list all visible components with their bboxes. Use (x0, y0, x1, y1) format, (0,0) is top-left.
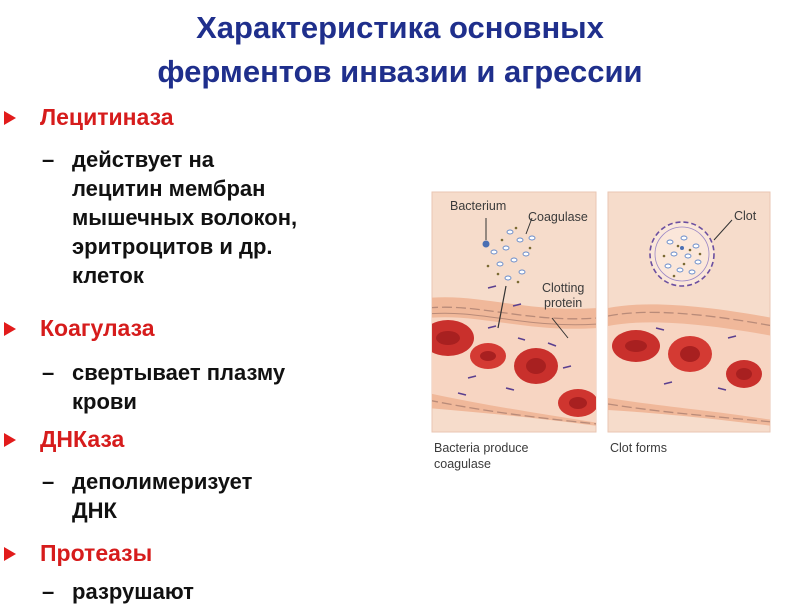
enzyme-name: Лецитиназа (40, 104, 174, 130)
description-line: ДНК (72, 498, 117, 523)
title-line-2: ферментов инвазии и агрессии (157, 54, 643, 89)
red-blood-cell-icon (514, 348, 558, 384)
bullet-arrow-icon (4, 322, 16, 336)
panel-bacteria-produce-coagulase: Bacterium Coagulase Clotting protein (431, 191, 597, 433)
label-bacterium: Bacterium (450, 199, 506, 213)
enzyme-name: Протеазы (40, 540, 153, 566)
caption-left-line-1: Bacteria produce (434, 441, 529, 455)
dash: – (42, 360, 55, 385)
red-blood-cell-icon (668, 336, 712, 372)
caption-right: Clot forms (610, 441, 667, 455)
red-blood-cell-icon (612, 330, 660, 362)
dash: – (42, 579, 55, 604)
description-line: лецитин мембран (72, 176, 266, 201)
enzyme-name: ДНКаза (40, 426, 125, 452)
description-line: действует на (72, 147, 215, 172)
dash: – (42, 469, 55, 494)
description-line: разрушают (72, 579, 194, 604)
label-clotting-2: protein (544, 296, 582, 310)
coagulase-figure: Bacterium Coagulase Clotting protein (431, 191, 771, 471)
bullet-arrow-icon (4, 433, 16, 447)
red-blood-cell-icon (558, 389, 596, 417)
label-clot: Clot (734, 209, 757, 223)
caption-left-line-2: coagulase (434, 457, 491, 471)
description-line: свертывает плазму (72, 360, 286, 385)
label-coagulase: Coagulase (528, 210, 588, 224)
description-line: деполимеризует (72, 469, 253, 494)
title-line-1: Характеристика основных (196, 10, 604, 45)
enzyme-name: Коагулаза (40, 315, 155, 341)
description-line: клеток (72, 263, 144, 288)
label-clotting-1: Clotting (542, 281, 584, 295)
bacterium-icon (482, 240, 490, 248)
bullet-arrow-icon (4, 547, 16, 561)
red-blood-cell-icon (470, 343, 506, 369)
description-line: крови (72, 389, 137, 414)
description-line: эритроцитов и др. (72, 234, 273, 259)
red-blood-cell-icon (726, 360, 762, 388)
clot-icon (649, 221, 715, 287)
bullet-arrow-icon (4, 111, 16, 125)
slide-title: Характеристика основных ферментов инвази… (0, 6, 800, 94)
description-line: мышечных волокон, (72, 205, 298, 230)
red-blood-cell-icon (432, 320, 474, 356)
dash: – (42, 147, 55, 172)
panel-clot-forms: Clot (607, 191, 771, 433)
